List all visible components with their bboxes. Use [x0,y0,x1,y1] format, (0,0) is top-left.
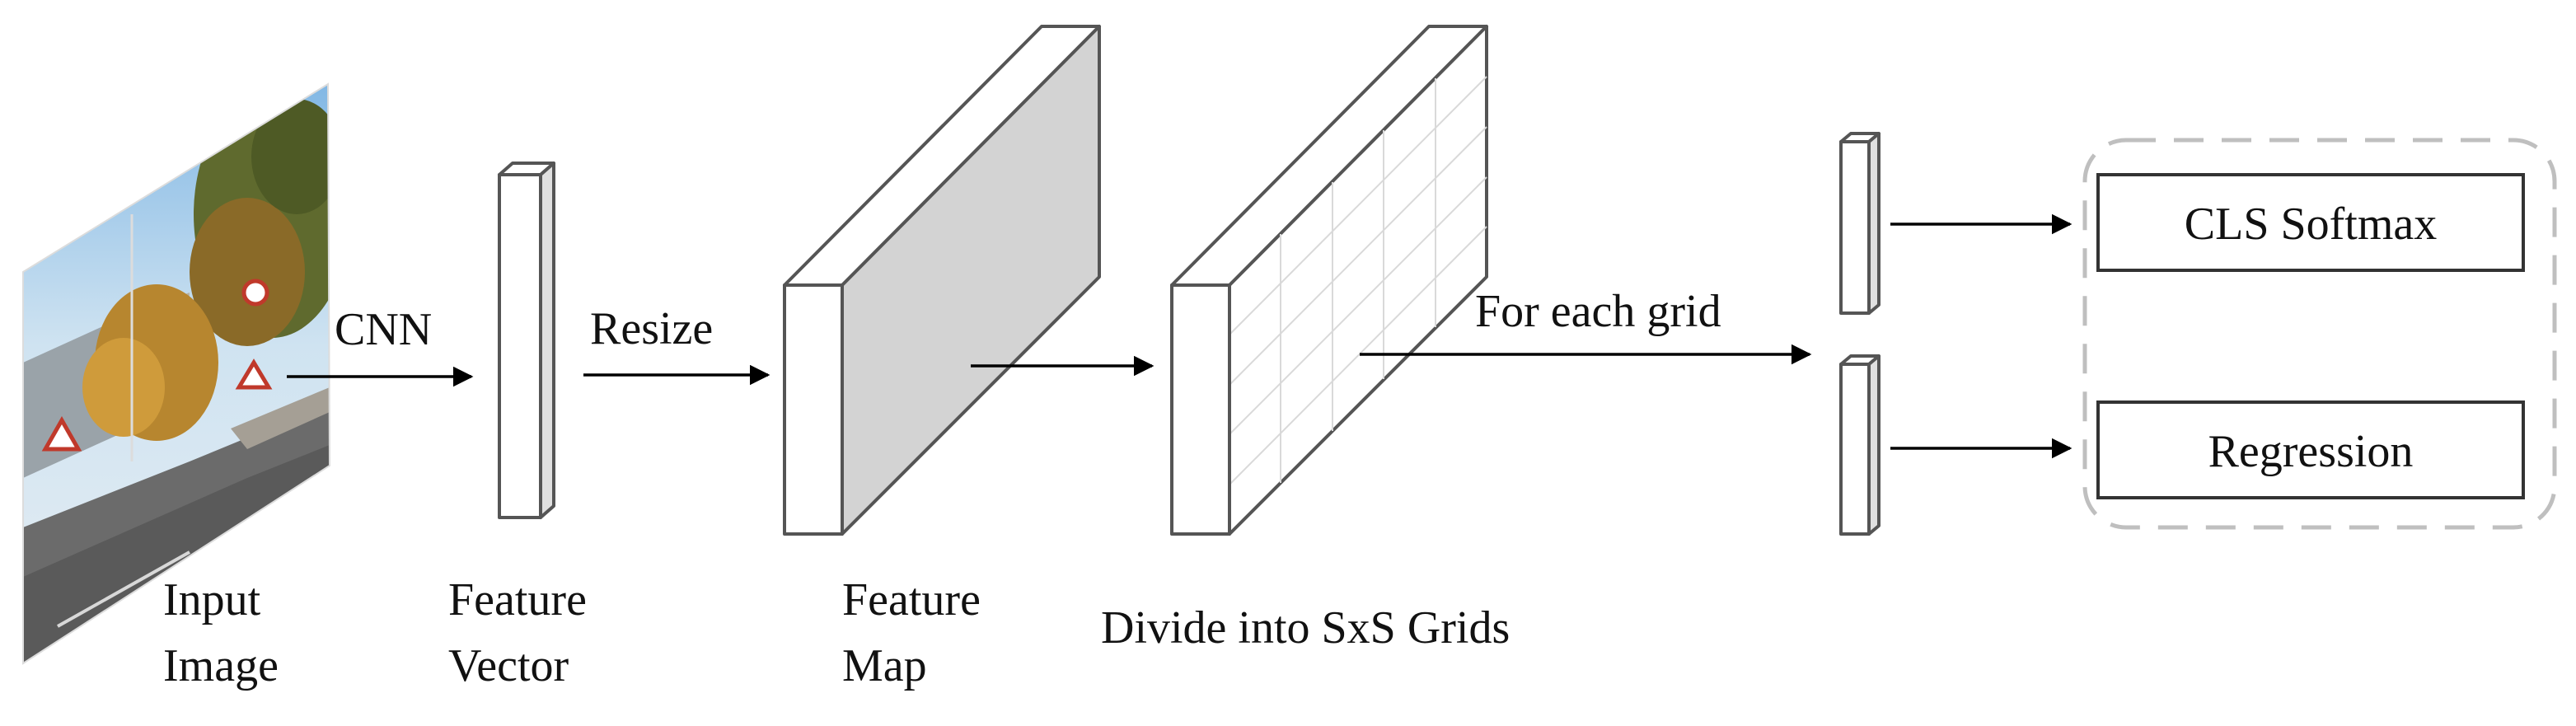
cls-output-prism [1839,132,1880,315]
regression-output-prism [1839,354,1880,536]
divide-grids-label: Divide into SxS Grids [1101,602,1510,653]
input-image [22,82,331,665]
feature-vector-block [498,162,555,519]
feature-vector-label-line2: Vector [448,640,569,691]
cls-softmax-label: CLS Softmax [2185,199,2437,250]
feature-vector-label-line1: Feature [448,574,587,625]
regression-label: Regression [2208,426,2414,477]
cnn-label: CNN [335,304,432,355]
regression-box: Regression [2096,400,2525,499]
for-each-grid-label: For each grid [1475,286,1721,337]
grid-block [1170,25,1488,536]
cls-softmax-box: CLS Softmax [2096,173,2525,272]
grid-lines [1229,76,1487,485]
output-group-dashed [2082,138,2557,530]
feature-map-block [783,25,1101,536]
input-image-label-line2: Image [163,640,279,691]
input-image-label-line1: Input [163,574,261,625]
resize-label: Resize [590,303,713,354]
feature-map-label-line1: Feature [842,574,981,625]
feature-map-label-line2: Map [842,640,927,691]
